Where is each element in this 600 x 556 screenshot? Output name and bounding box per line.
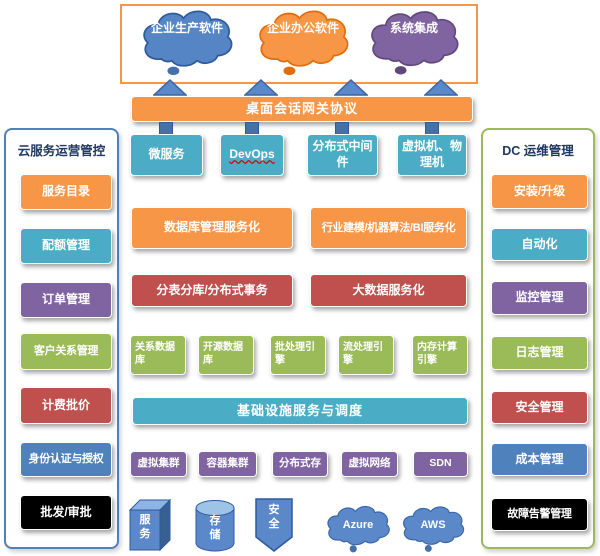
dc-ops-panel: DC 运维管理 安装/升级 自动化 监控管理 日志管理 安全管理 成本管理 故障… [481, 128, 595, 549]
storage-cylinder-icon: 存 储 [192, 499, 238, 553]
infra-scheduling-bar: 基础设施服务与调度 [132, 397, 468, 425]
right-item-fault-alarm: 故障告警管理 [491, 498, 588, 531]
cloud-label: 企业办公软件 [266, 21, 339, 36]
industry-modeling-bi-box: 行业建模/机器算法/BI服务化 [310, 207, 467, 249]
right-item-install-upgrade: 安装/升级 [491, 174, 588, 209]
up-arrow-icon [334, 79, 368, 96]
cloud-service-ops-panel: 云服务运营管控 服务目录 配额管理 订单管理 客户关系管理 计费批价 身份认证与… [4, 128, 119, 549]
sharding-transaction-box: 分表分库/分布式事务 [131, 274, 293, 307]
infra-distributed-storage: 分布式存 [272, 451, 328, 477]
bigdata-service-box: 大数据服务化 [310, 274, 467, 307]
left-item-identity-auth: 身份认证与授权 [20, 442, 112, 477]
left-item-billing: 计费批价 [20, 387, 112, 424]
right-item-security-mgmt: 安全管理 [491, 391, 588, 424]
infra-virtual-cluster: 虚拟集群 [130, 451, 187, 477]
engine-stream: 流处理引擎 [338, 335, 394, 375]
right-item-monitoring: 监控管理 [491, 281, 588, 315]
engine-relational-db: 关系数据库 [130, 335, 186, 375]
panel-title: 云服务运营管控 [17, 144, 106, 158]
cloud-label: 企业生产软件 [150, 21, 223, 36]
cloud-enterprise-office-software: 企业办公软件 [252, 3, 354, 81]
cloud-icon [371, 11, 459, 75]
left-item-service-catalog: 服务目录 [20, 174, 112, 210]
left-item-wholesale-approval: 批发/审批 [20, 495, 112, 530]
shield-label: 安 全 [268, 504, 280, 530]
right-item-log-mgmt: 日志管理 [491, 336, 588, 370]
security-shield-icon: 安 全 [254, 497, 294, 553]
cylinder-label: 存 储 [209, 515, 221, 541]
right-item-automation: 自动化 [491, 228, 588, 261]
cube-label: 服 务 [139, 514, 151, 540]
service-box-distributed-middleware: 分布式中间件 [307, 134, 378, 176]
compute-cube-icon: 服 务 [126, 496, 172, 554]
up-arrow-icon [153, 79, 187, 96]
infra-sdn: SDN [413, 451, 468, 477]
gateway-protocol-bar: 桌面会话网关协议 [131, 96, 473, 122]
engine-inmemory: 内存计算引擎 [412, 335, 468, 375]
cloud-enterprise-production-software: 企业生产软件 [136, 3, 238, 81]
cloud-icon [403, 506, 465, 552]
left-item-crm: 客户关系管理 [20, 333, 112, 370]
up-arrow-icon [244, 79, 278, 96]
left-item-quota-mgmt: 配额管理 [20, 228, 112, 264]
right-item-cost-mgmt: 成本管理 [491, 443, 588, 476]
aws-cloud: AWS [398, 503, 468, 553]
service-box-vm-physical: 虚拟机、物理机 [397, 134, 467, 176]
devops-label: DevOps [229, 147, 275, 162]
cloud-label: 系统集成 [389, 21, 438, 36]
infra-container-cluster: 容器集群 [198, 451, 257, 477]
db-mgmt-service-box: 数据库管理服务化 [131, 207, 293, 249]
left-item-order-mgmt: 订单管理 [20, 282, 112, 318]
up-arrow-icon [424, 79, 458, 96]
aws-label: AWS [420, 519, 446, 531]
panel-title: DC 运维管理 [502, 144, 574, 158]
azure-cloud: Azure [322, 503, 394, 553]
azure-label: Azure [342, 519, 374, 531]
cloud-system-integration: 系统集成 [364, 3, 464, 81]
cloud-icon [259, 10, 349, 76]
cloud-icon [327, 505, 390, 553]
engine-batch: 批处理引擎 [270, 335, 326, 375]
cloud-icon [143, 10, 233, 76]
engine-opensource-db: 开源数据库 [198, 335, 254, 375]
infra-virtual-network: 虚拟网络 [341, 451, 398, 477]
service-box-microservice: 微服务 [130, 134, 203, 176]
service-box-devops: DevOps [220, 134, 284, 176]
